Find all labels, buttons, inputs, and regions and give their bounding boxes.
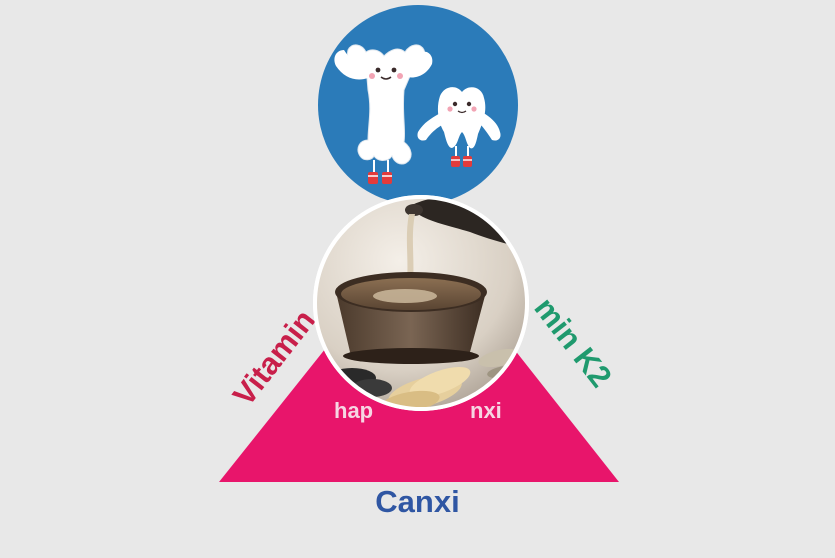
label-vitamin-k2-right: min K2 [527, 291, 618, 394]
label-inner-left: hap [334, 398, 373, 423]
label-inner-right: nxi [470, 398, 502, 423]
label-canxi-bottom: Canxi [375, 484, 460, 519]
strong-bones-icon [318, 5, 518, 205]
